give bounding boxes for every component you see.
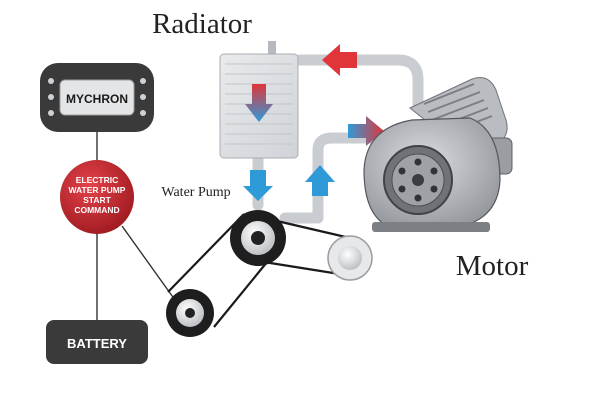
battery: BATTERY bbox=[46, 320, 148, 364]
wiring bbox=[96, 128, 176, 320]
motor-pulley bbox=[327, 235, 373, 281]
water-pump-label: Water Pump bbox=[161, 185, 230, 200]
pump-pulley bbox=[230, 210, 286, 266]
motor-label: Motor bbox=[456, 250, 529, 282]
idler-pulley bbox=[166, 289, 214, 337]
command-label-line3: START bbox=[83, 195, 112, 205]
mychron-device: MYCHRON bbox=[40, 63, 154, 132]
flow-arrow-icon bbox=[305, 165, 335, 196]
radiator-label: Radiator bbox=[152, 8, 252, 40]
battery-label: BATTERY bbox=[67, 336, 127, 351]
command-label-line2: WATER PUMP bbox=[69, 185, 126, 195]
command-label-line1: ELECTRIC bbox=[76, 175, 119, 185]
pipe-motor-to-radiator bbox=[294, 54, 424, 114]
mychron-label: MYCHRON bbox=[66, 92, 128, 106]
wire-command-to-pump bbox=[121, 225, 176, 301]
pump-start-command: ELECTRIC WATER PUMP START COMMAND bbox=[60, 160, 134, 234]
pipe-pump-to-motor bbox=[279, 132, 378, 224]
motor bbox=[363, 77, 513, 232]
radiator bbox=[219, 41, 299, 159]
temperature-gradient-arrow-icon bbox=[245, 84, 273, 122]
flow-arrow-icon bbox=[322, 44, 357, 76]
flow-arrow-icon bbox=[243, 170, 273, 201]
command-label-line4: COMMAND bbox=[74, 205, 119, 215]
